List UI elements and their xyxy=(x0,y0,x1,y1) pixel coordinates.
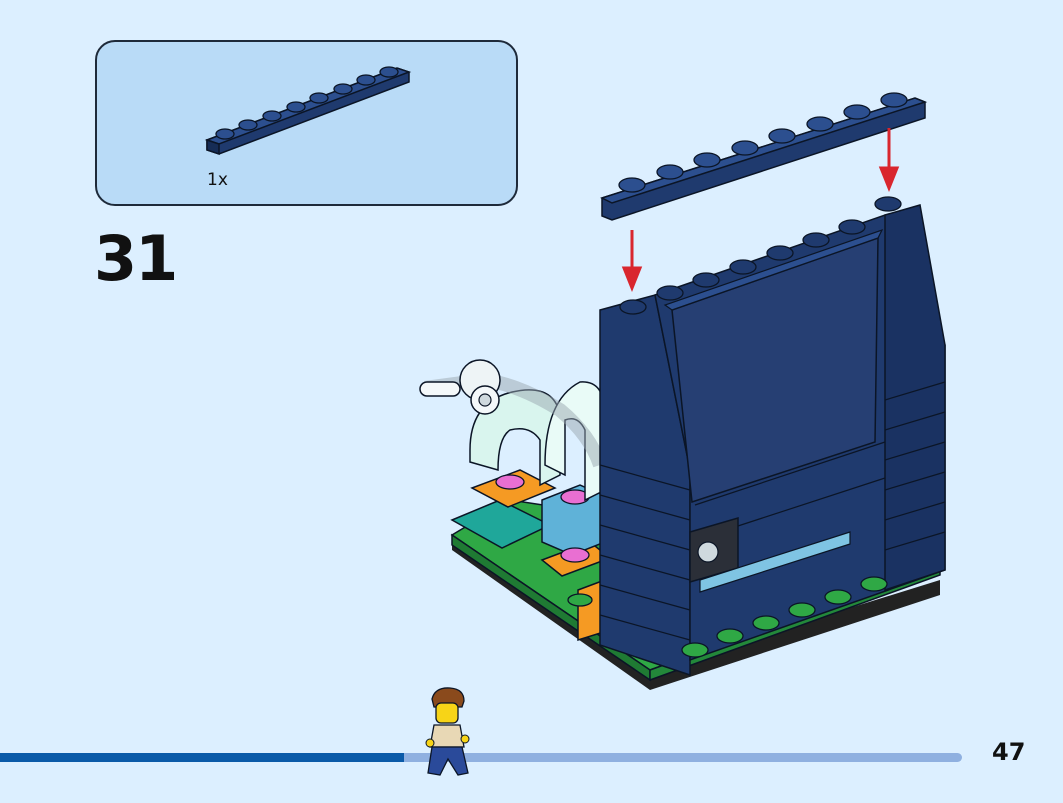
placement-arrow-icon xyxy=(621,128,900,293)
light-blue-tile xyxy=(699,531,851,593)
progress-fill xyxy=(0,753,404,762)
step-number: 31 xyxy=(94,222,178,295)
minifigure-icon xyxy=(425,687,470,776)
parts-callout: 1x xyxy=(95,40,518,206)
page-number: 47 xyxy=(992,738,1026,766)
dark-blue-plate-1x8-icon xyxy=(204,66,412,156)
progress-bar xyxy=(0,753,962,762)
part-quantity: 1x xyxy=(207,170,228,190)
build-model-illustration xyxy=(419,92,946,690)
wall-right-pillar xyxy=(884,204,946,592)
